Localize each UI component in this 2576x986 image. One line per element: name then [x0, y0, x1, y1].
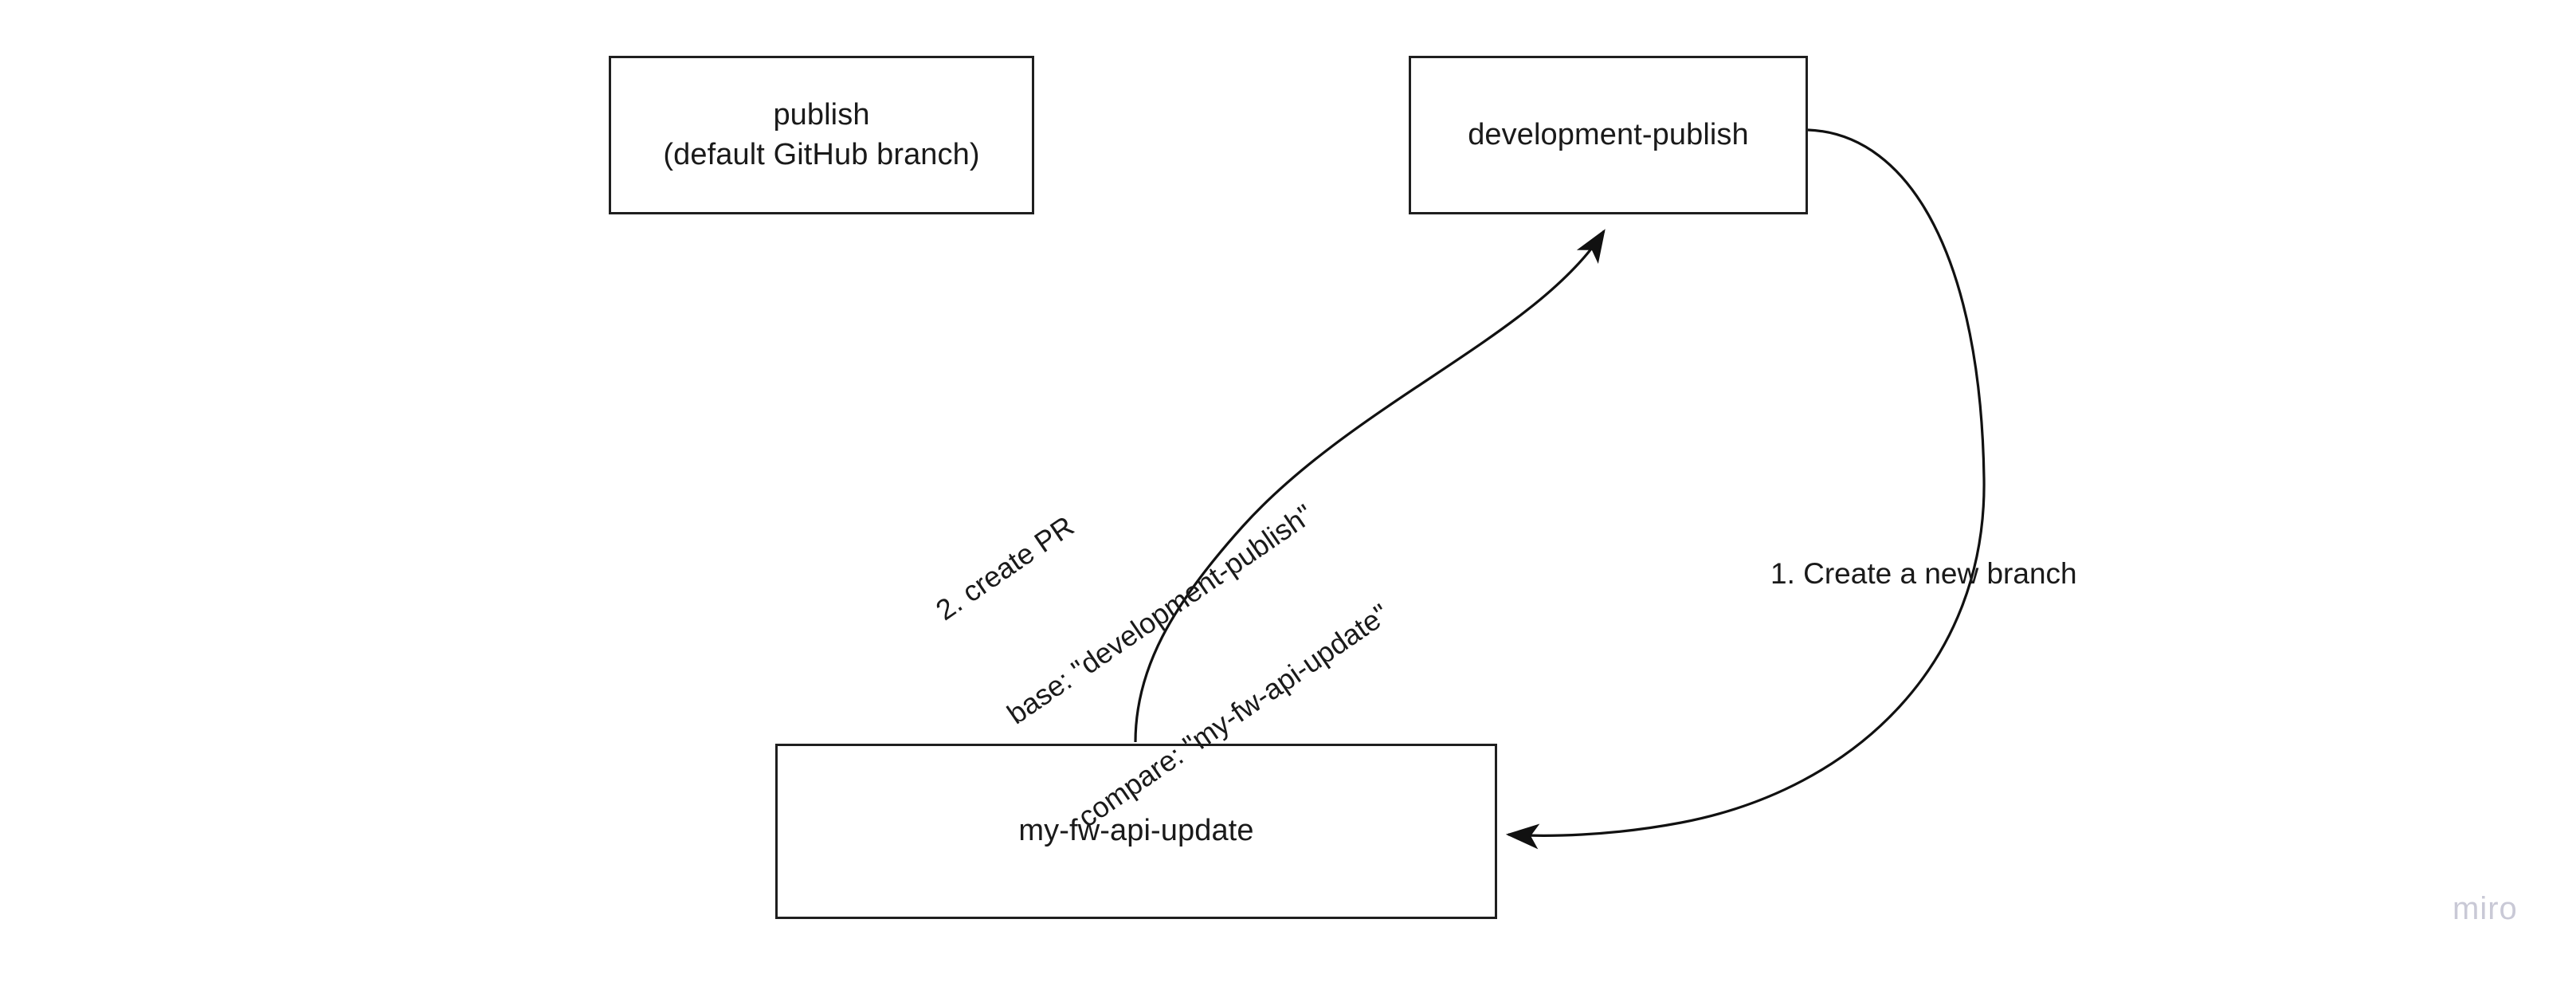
node-my-fw-api-update[interactable]: my-fw-api-update	[775, 744, 1497, 919]
edge-create-pr-path[interactable]	[1134, 229, 1606, 743]
node-publish-label: publish (default GitHub branch)	[663, 98, 980, 171]
node-my-fw-api-update-label: my-fw-api-update	[1018, 814, 1254, 848]
edge-create-branch-path[interactable]	[1505, 128, 1986, 850]
node-publish[interactable]: publish (default GitHub branch)	[609, 56, 1034, 214]
miro-watermark: miro	[2452, 891, 2518, 926]
node-development-publish-label: development-publish	[1468, 117, 1749, 151]
edge-label-create-branch: 1. Create a new branch	[1770, 557, 2077, 590]
node-development-publish[interactable]: development-publish	[1409, 56, 1808, 214]
